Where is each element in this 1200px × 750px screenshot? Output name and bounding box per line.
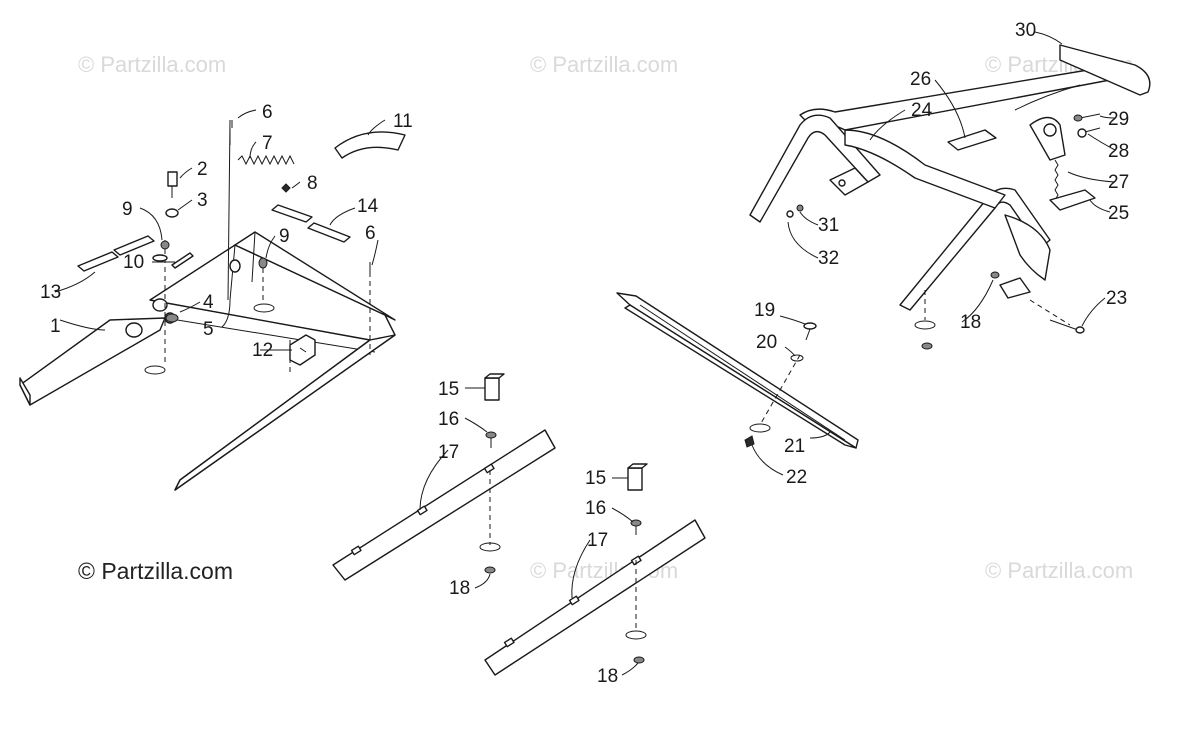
callout: 3 xyxy=(197,190,208,211)
callout: 14 xyxy=(357,196,379,217)
callout: 6 xyxy=(262,102,273,123)
callout: 1 xyxy=(50,316,61,337)
callout: 27 xyxy=(1108,172,1129,193)
callout: 31 xyxy=(818,215,839,236)
callout: 2 xyxy=(197,159,208,180)
callout: 15 xyxy=(438,379,459,400)
callout: 25 xyxy=(1108,203,1129,224)
callout: 18 xyxy=(449,578,470,599)
rail-assembly-lower xyxy=(484,463,706,676)
skid-plate xyxy=(616,292,859,476)
callout: 9 xyxy=(279,226,290,247)
watermark-main: © Partzilla.com xyxy=(78,558,233,584)
callout: 32 xyxy=(818,248,839,269)
callout-labels: 1 2 3 4 5 6 7 8 9 10 11 12 13 14 6 9 15 … xyxy=(40,20,1129,687)
callout: 19 xyxy=(754,300,775,321)
callout: 26 xyxy=(910,69,931,90)
callout: 16 xyxy=(438,409,459,430)
callout: 24 xyxy=(911,100,933,121)
seat-base-frame xyxy=(19,109,406,491)
watermark: © Partzilla.com xyxy=(530,52,678,77)
callout: 9 xyxy=(122,199,133,220)
callout: 23 xyxy=(1106,288,1127,309)
callout: 30 xyxy=(1015,20,1036,41)
callout: 28 xyxy=(1108,141,1129,162)
callout: 13 xyxy=(40,282,61,303)
callout: 18 xyxy=(597,666,618,687)
callout: 8 xyxy=(307,173,318,194)
callout: 12 xyxy=(252,340,273,361)
callout: 4 xyxy=(203,292,214,313)
callout: 18 xyxy=(960,312,981,333)
watermark: © Partzilla.com xyxy=(78,52,226,77)
callout: 21 xyxy=(784,436,805,457)
callout: 22 xyxy=(786,467,807,488)
callout: 10 xyxy=(123,252,144,273)
callout: 17 xyxy=(438,442,459,463)
callout: 11 xyxy=(393,111,413,132)
callout: 16 xyxy=(585,498,606,519)
callout: 29 xyxy=(1108,109,1129,130)
callout: 7 xyxy=(262,133,273,154)
callout: 17 xyxy=(587,530,608,551)
rear-bumper-hitch xyxy=(749,31,1151,350)
callout: 6 xyxy=(365,223,376,244)
callout: 20 xyxy=(756,332,777,353)
watermark: © Partzilla.com xyxy=(985,558,1133,583)
callout: 5 xyxy=(203,319,214,340)
rail-assembly-upper xyxy=(332,373,556,589)
callout: 15 xyxy=(585,468,606,489)
